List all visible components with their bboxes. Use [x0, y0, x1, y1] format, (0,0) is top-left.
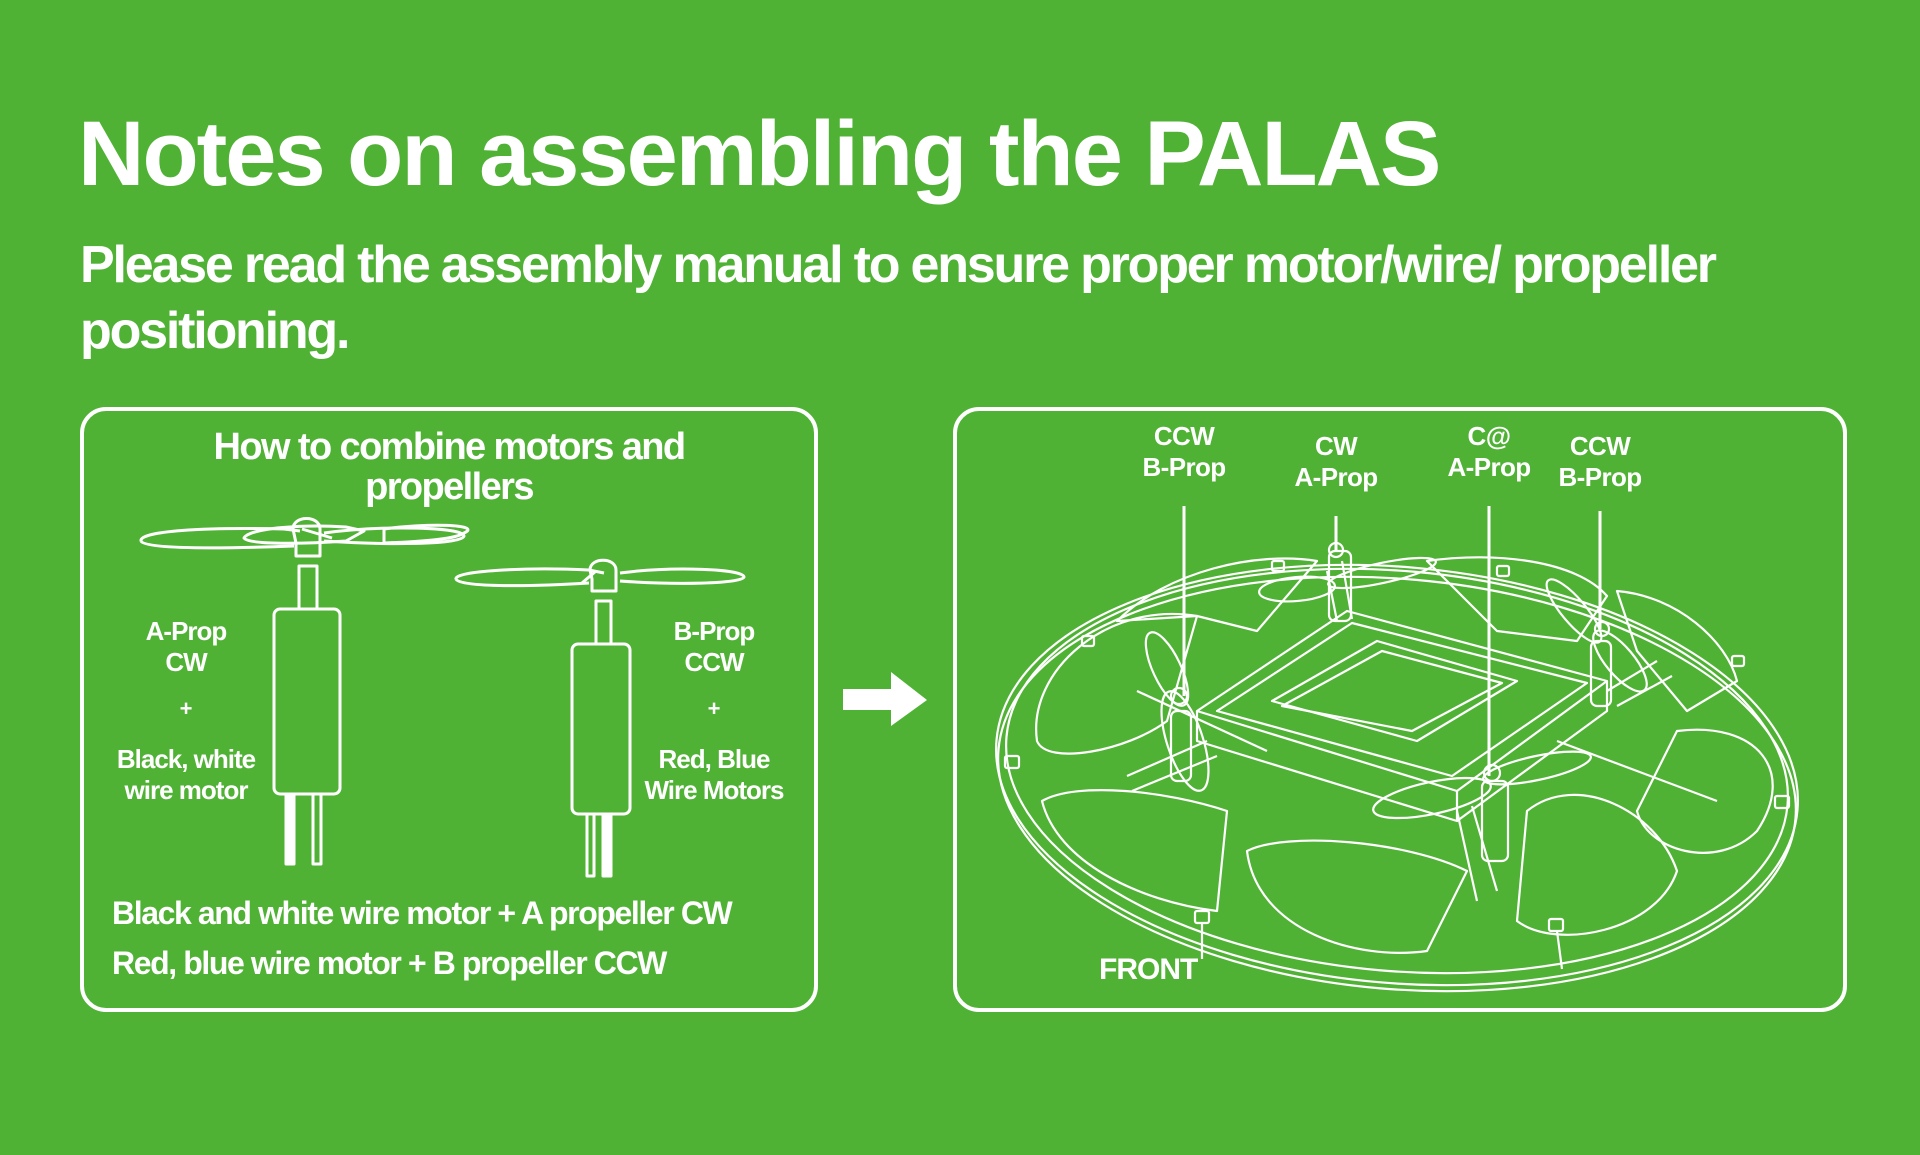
panel-heading-line2: propellers [365, 466, 534, 508]
propeller-front-right-icon [1372, 776, 1492, 820]
motor-a-wire-line1: Black, white [116, 744, 256, 774]
motor-a-body-icon [272, 607, 342, 796]
callout-4-direction: CCW [1569, 431, 1631, 461]
motor-propeller-combination-panel: How to combine motors and propellers [80, 407, 818, 1012]
drone-illustration [995, 506, 1799, 993]
callout-1-direction: CCW [1153, 421, 1215, 451]
page-title: Notes on assembling the PALAS [78, 103, 1441, 205]
motor-a-direction: CW [165, 647, 207, 677]
callout-1-prop: B-Prop [1142, 452, 1226, 482]
rule-a: Black and white wire motor + A propeller… [112, 895, 733, 931]
motor-a-prop-label: A-Prop CW [106, 616, 266, 678]
callout-4-prop: B-Prop [1558, 462, 1642, 492]
motor-b-wire-label: Red, Blue Wire Motors [624, 744, 804, 806]
front-label: FRONT [1099, 953, 1198, 986]
motor-b-prop-name: B-Prop [673, 616, 756, 646]
callout-3-prop: A-Prop [1447, 452, 1531, 482]
drone-layout-panel: CCW B-Prop CW A-Prop C@ A-Prop CCW B-Pro… [953, 407, 1847, 1012]
callout-2: CW A-Prop [1276, 431, 1396, 493]
propeller-back-left-icon [1258, 575, 1336, 603]
callout-3-direction: C@ [1467, 421, 1512, 451]
motor-b-illustration [454, 558, 746, 878]
callout-2-prop: A-Prop [1294, 462, 1378, 492]
motor-b-wire-red [585, 812, 596, 878]
motor-b-plus: + [707, 696, 721, 721]
motor-a-shaft [297, 564, 319, 611]
motor-b-body-icon [570, 642, 632, 816]
page-subtitle: Please read the assembly manual to ensur… [80, 236, 1717, 360]
rule-b: Red, blue wire motor + B propeller CCW [112, 945, 667, 981]
motor-diagrams [139, 517, 746, 878]
motor-b-shaft [594, 599, 613, 646]
motor-a-hub-icon [291, 517, 322, 558]
drone-outer-ring [995, 563, 1799, 987]
motor-a-plus: + [179, 696, 193, 721]
callout-leader-lines [1182, 506, 1602, 776]
propeller-back-right-icon [1545, 578, 1603, 644]
motor-b-wire-line2: Wire Motors [644, 775, 785, 805]
panel-heading-line1: How to combine motors and [213, 426, 687, 468]
right-arrow-icon [843, 672, 927, 726]
callout-4: CCW B-Prop [1540, 431, 1660, 493]
callout-2-direction: CW [1314, 431, 1358, 461]
motor-a-prop-name: A-Prop [145, 616, 228, 646]
motor-a-wire-line2: wire motor [124, 775, 249, 805]
callout-1: CCW B-Prop [1124, 421, 1244, 483]
propeller-front-left-icon [1144, 631, 1190, 707]
motor-a-wire-white [311, 792, 323, 866]
motor-b-hub-icon [588, 558, 618, 593]
motor-b-direction: CCW [684, 647, 744, 677]
callout-3: C@ A-Prop [1429, 421, 1549, 483]
motor-a-illustration [139, 517, 470, 866]
panel-heading: How to combine motors and propellers [84, 427, 814, 507]
motor-b-wire-line1: Red, Blue [658, 744, 771, 774]
motor-b-prop-label: B-Prop CCW [634, 616, 794, 678]
motor-a-wire-label: Black, white wire motor [96, 744, 276, 806]
motor-b-wire-blue [601, 812, 613, 878]
motor-a-wire-black [284, 792, 296, 866]
